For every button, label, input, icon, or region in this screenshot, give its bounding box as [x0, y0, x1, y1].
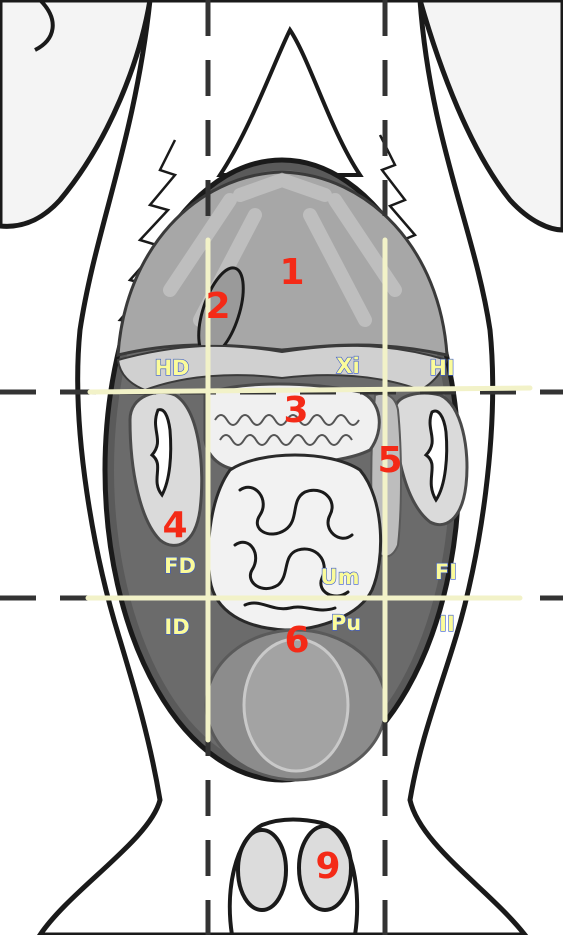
label-organ-6: 6	[284, 620, 309, 661]
region-label-id: ID	[164, 615, 189, 639]
region-label-hi: HI	[429, 356, 454, 380]
label-organ-4: 4	[162, 505, 187, 546]
region-label-fi: FI	[435, 560, 457, 584]
region-label-fd: FD	[164, 554, 196, 578]
intestines	[208, 455, 380, 630]
label-organ-5: 5	[377, 440, 402, 481]
region-label-um: Um	[321, 565, 360, 589]
label-organ-1: 1	[279, 252, 304, 293]
region-label-xi: Xi	[336, 354, 359, 378]
region-label-pu: Pu	[331, 611, 361, 635]
label-organ-3: 3	[283, 390, 308, 431]
region-label-ii: II	[439, 612, 455, 636]
label-organ-9: 9	[315, 846, 340, 887]
label-organ-2: 2	[205, 286, 230, 327]
region-label-hd: HD	[154, 356, 189, 380]
